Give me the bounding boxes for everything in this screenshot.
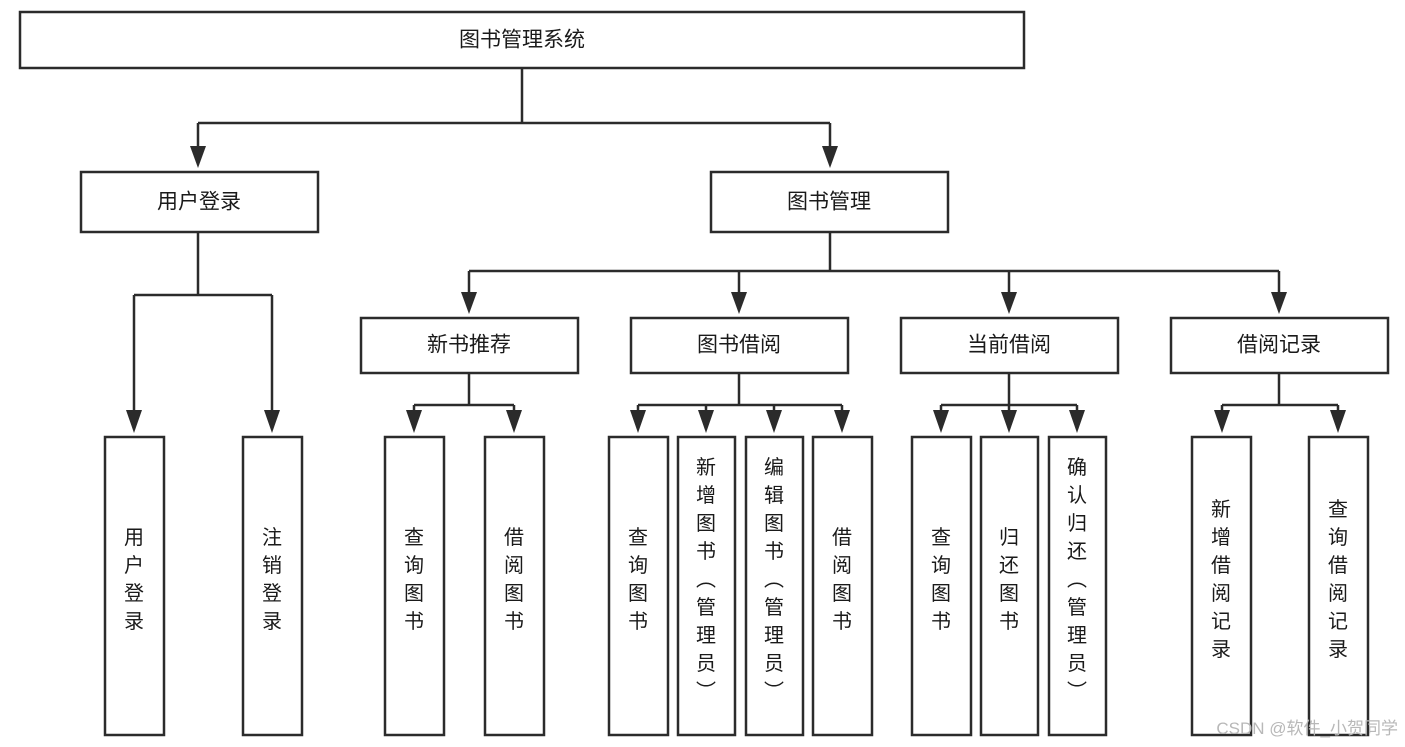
node-leaf-return-book-box[interactable] (979, 435, 1040, 737)
node-leaf-borrow-book-2-label: 借阅图书 (832, 526, 852, 633)
connector-group-new-book-rec (406, 373, 522, 433)
arrow-head-borrow-record (1271, 292, 1287, 314)
arrow-head-leaf-return-book (1001, 410, 1017, 433)
arrow-head-book-manage (822, 146, 838, 168)
connector-group-borrow-record (1214, 373, 1346, 433)
arrow-head-leaf-query-book-3 (933, 410, 949, 433)
node-leaf-add-book-box[interactable] (676, 435, 737, 737)
node-leaf-logout-label: 注销登录 (262, 526, 282, 633)
node-root-label: 图书管理系统 (459, 29, 585, 52)
node-leaf-query-record[interactable]: 查询借阅记录 (1307, 435, 1370, 737)
node-book-borrow-label: 图书借阅 (697, 334, 781, 357)
node-leaf-query-book-1[interactable]: 查询图书 (383, 435, 446, 737)
node-leaf-confirm-return[interactable]: 确认归还︵管理员︶ (1047, 435, 1108, 737)
node-leaf-borrow-book-1[interactable]: 借阅图书 (483, 435, 546, 737)
arrow-head-book-borrow (731, 292, 747, 314)
connector-group-current-borrow (933, 373, 1085, 433)
node-current-borrow-label: 当前借阅 (967, 334, 1051, 357)
node-leaf-edit-book[interactable]: 编辑图书︵管理员︶ (744, 435, 805, 737)
arrow-head-leaf-query-record (1330, 410, 1346, 433)
watermark-label: CSDN @软件_小贺同学 (1216, 719, 1398, 738)
node-leaf-confirm-return-label: 确认归还︵管理员︶ (1067, 456, 1087, 703)
node-book-manage[interactable]: 图书管理 (709, 170, 950, 234)
node-leaf-logout[interactable]: 注销登录 (241, 435, 304, 737)
node-leaf-user-login[interactable]: 用户登录 (103, 435, 166, 737)
node-leaf-query-record-box[interactable] (1307, 435, 1370, 737)
node-leaf-return-book-label: 归还图书 (999, 526, 1019, 633)
node-new-book-rec[interactable]: 新书推荐 (359, 316, 580, 375)
node-leaf-borrow-book-1-box[interactable] (483, 435, 546, 737)
connector-group-user-login (126, 232, 280, 433)
node-leaf-query-book-1-label: 查询图书 (404, 526, 424, 633)
arrow-head-leaf-query-book-1 (406, 410, 422, 433)
node-leaf-add-book[interactable]: 新增图书︵管理员︶ (676, 435, 737, 737)
connector-group-book-manage (461, 232, 1287, 314)
node-borrow-record-box[interactable] (1169, 316, 1390, 375)
node-leaf-query-record-label: 查询借阅记录 (1328, 498, 1348, 661)
node-leaf-query-book-2-label: 查询图书 (628, 526, 648, 633)
node-current-borrow[interactable]: 当前借阅 (899, 316, 1120, 375)
arrow-head-leaf-add-record (1214, 410, 1230, 433)
node-leaf-query-book-3-box[interactable] (910, 435, 973, 737)
node-leaf-edit-book-box[interactable] (744, 435, 805, 737)
node-leaf-query-book-3[interactable]: 查询图书 (910, 435, 973, 737)
node-leaf-user-login-box[interactable] (103, 435, 166, 737)
node-leaf-query-book-2-box[interactable] (607, 435, 670, 737)
arrow-head-leaf-query-book-2 (630, 410, 646, 433)
node-leaf-add-record-label: 新增借阅记录 (1211, 498, 1231, 661)
node-leaf-query-book-1-box[interactable] (383, 435, 446, 737)
node-book-borrow-box[interactable] (629, 316, 850, 375)
node-root-box[interactable] (18, 10, 1026, 70)
arrow-head-leaf-edit-book (766, 410, 782, 433)
node-borrow-record[interactable]: 借阅记录 (1169, 316, 1390, 375)
node-leaf-logout-box[interactable] (241, 435, 304, 737)
node-new-book-rec-label: 新书推荐 (427, 334, 511, 357)
node-new-book-rec-box[interactable] (359, 316, 580, 375)
arrow-head-leaf-logout (264, 410, 280, 433)
arrow-head-leaf-confirm-return (1069, 410, 1085, 433)
node-user-login[interactable]: 用户登录 (79, 170, 320, 234)
connector-group-root (190, 68, 838, 168)
node-book-manage-label: 图书管理 (787, 191, 871, 214)
node-user-login-box[interactable] (79, 170, 320, 234)
node-leaf-user-login-label: 用户登录 (124, 527, 144, 633)
node-leaf-return-book[interactable]: 归还图书 (979, 435, 1040, 737)
node-user-login-label: 用户登录 (157, 191, 241, 214)
node-leaf-borrow-book-2[interactable]: 借阅图书 (811, 435, 874, 737)
node-book-borrow[interactable]: 图书借阅 (629, 316, 850, 375)
node-leaf-add-book-label: 新增图书︵管理员︶ (696, 456, 716, 703)
arrow-head-leaf-user-login (126, 410, 142, 433)
arrow-head-leaf-add-book (698, 410, 714, 433)
node-borrow-record-label: 借阅记录 (1237, 334, 1321, 357)
node-leaf-borrow-book-1-label: 借阅图书 (504, 526, 524, 633)
node-leaf-query-book-3-label: 查询图书 (931, 526, 951, 633)
arrow-head-current-borrow (1001, 292, 1017, 314)
arrow-head-leaf-borrow-book-2 (834, 410, 850, 433)
node-leaf-query-book-2[interactable]: 查询图书 (607, 435, 670, 737)
arrow-head-new-book-rec (461, 292, 477, 314)
node-root[interactable]: 图书管理系统 (18, 10, 1026, 70)
node-current-borrow-box[interactable] (899, 316, 1120, 375)
arrow-head-leaf-borrow-book-1 (506, 410, 522, 433)
node-leaf-edit-book-label: 编辑图书︵管理员︶ (764, 456, 784, 703)
node-book-manage-box[interactable] (709, 170, 950, 234)
node-leaf-add-record-box[interactable] (1190, 435, 1253, 737)
arrow-head-user-login (190, 146, 206, 168)
connector-group-book-borrow (630, 373, 850, 433)
node-leaf-borrow-book-2-box[interactable] (811, 435, 874, 737)
node-leaf-add-record[interactable]: 新增借阅记录 (1190, 435, 1253, 737)
node-leaf-confirm-return-box[interactable] (1047, 435, 1108, 737)
